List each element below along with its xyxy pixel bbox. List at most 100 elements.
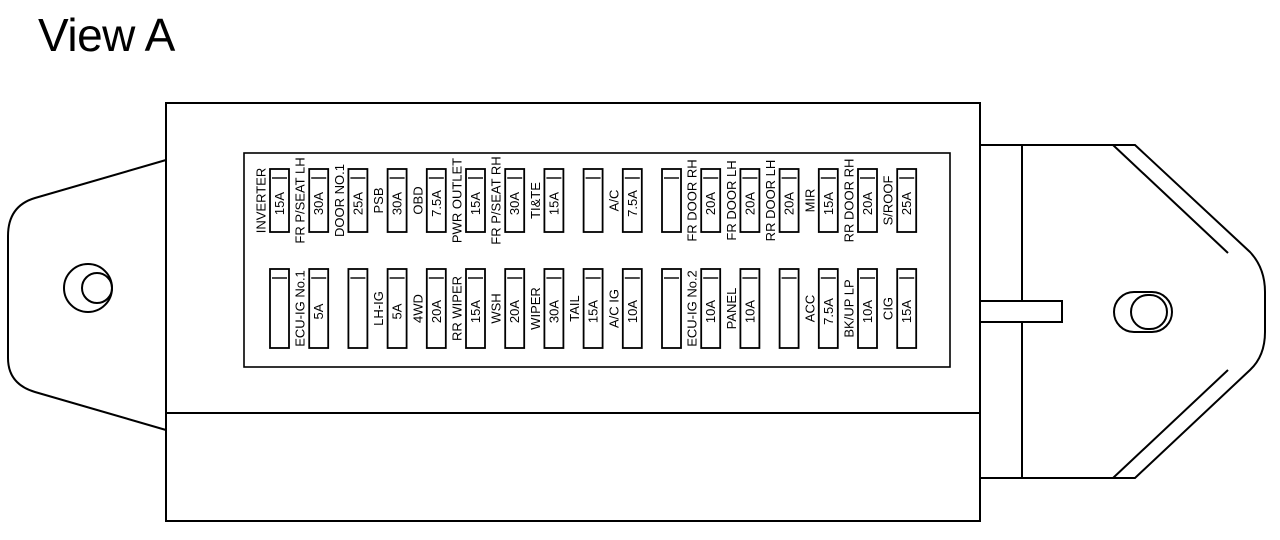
- fuse-label: ACC: [802, 295, 817, 322]
- fuse-outline: [269, 168, 290, 233]
- fuse-amperage: 7.5A: [821, 298, 836, 325]
- fuse-label: RR DOOR LH: [763, 160, 778, 242]
- fuse-amperage: 10A: [703, 300, 718, 323]
- fuse-label: 4WD: [410, 294, 425, 323]
- fuse-label: PANEL: [724, 288, 739, 330]
- fuse-outline: [739, 168, 761, 233]
- fuse-slot: 20A 4WD: [410, 268, 447, 349]
- fuse-outline: [661, 268, 682, 349]
- fuse-label: TI&TE: [528, 182, 543, 219]
- fuse-label: ECU-IG No.2: [685, 270, 700, 347]
- fuse-label: RR WIPER: [450, 276, 465, 341]
- fuse-outline: [504, 268, 526, 349]
- connector-bevel-bottom: [1112, 369, 1229, 479]
- fuse-amperage: 5A: [390, 303, 405, 319]
- fuse-label: FR P/SEAT LH: [293, 157, 308, 243]
- left-mount-hole-outer: [63, 263, 113, 313]
- fuse-outline: [700, 268, 722, 349]
- fuse-amperage: 25A: [899, 192, 914, 215]
- fuse-label: OBD: [410, 186, 425, 214]
- fuse-amperage: 15A: [468, 300, 483, 323]
- fuse-outline: [700, 168, 722, 233]
- fuse-outline: [582, 168, 604, 233]
- fuse-slot: 10A A/C IG: [606, 268, 643, 349]
- fuse-outline: [347, 168, 369, 233]
- fuse-amperage: 7.5A: [429, 190, 444, 217]
- fuse-outline: [386, 268, 408, 349]
- fuse-amperage: 20A: [742, 192, 757, 215]
- fuse-label: WIPER: [528, 287, 543, 330]
- fuse-slot: [347, 268, 369, 349]
- fuse-amperage: 15A: [272, 192, 287, 215]
- fuse-label: DOOR NO.1: [332, 164, 347, 237]
- fuse-outline: [739, 268, 761, 349]
- fuse-amperage: 10A: [742, 300, 757, 323]
- fuse-label: FR DOOR LH: [724, 160, 739, 240]
- fuse-label: FR P/SEAT RH: [489, 156, 504, 244]
- fuse-outline: [504, 168, 526, 233]
- fuse-label: ECU-IG No.1: [293, 270, 308, 347]
- fuse-amperage: 20A: [507, 300, 522, 323]
- fuse-slot: 7.5A OBD: [410, 168, 447, 233]
- fuse-amperage: 15A: [586, 300, 601, 323]
- fuse-amperage: 10A: [860, 300, 875, 323]
- fuse-amperage: 30A: [311, 192, 326, 215]
- fuse-label: A/C IG: [606, 289, 621, 328]
- fuse-label: BK/UP LP: [842, 279, 857, 337]
- fuse-panel: [243, 152, 951, 368]
- fuse-outline: [465, 268, 486, 349]
- fuse-outline: [621, 268, 643, 349]
- fuse-amperage: 15A: [899, 300, 914, 323]
- fuse-outline: [817, 168, 839, 233]
- fuse-slot: 30A PSB: [371, 168, 408, 233]
- fuse-label: INVERTER: [254, 168, 269, 234]
- fuse-outline: [661, 168, 682, 233]
- fuse-amperage: 20A: [703, 192, 718, 215]
- fuse-outline: [425, 268, 447, 349]
- fuse-slot: [661, 268, 682, 349]
- fuse-amperage: 7.5A: [625, 190, 640, 217]
- fuse-outline: [308, 268, 330, 349]
- fuse-outline: [425, 168, 447, 233]
- connector-pin: [979, 300, 1063, 323]
- fuse-amperage: 25A: [350, 192, 365, 215]
- fuse-amperage: 10A: [625, 300, 640, 323]
- fuse-amperage: 15A: [546, 192, 561, 215]
- fuse-outline: [778, 168, 800, 233]
- fuse-outline: [817, 268, 839, 349]
- fuse-amperage: 20A: [860, 192, 875, 215]
- fuse-outline: [621, 168, 643, 233]
- fuse-amperage: 20A: [782, 192, 797, 215]
- fuse-label: PSB: [371, 187, 386, 213]
- fuse-outline: [896, 268, 918, 349]
- fuse-outline: [857, 168, 878, 233]
- fuse-amperage: 20A: [429, 300, 444, 323]
- fuse-label: FR DOOR RH: [685, 159, 700, 241]
- fuse-label: WSH: [489, 293, 504, 323]
- fuse-amperage: 15A: [468, 192, 483, 215]
- fuse-outline: [857, 268, 878, 349]
- fuse-outline: [308, 168, 330, 233]
- right-mount-hole: [1113, 291, 1173, 333]
- fuse-outline: [269, 268, 290, 349]
- fuse-slot: [661, 168, 682, 233]
- fuse-outline: [778, 268, 800, 349]
- fuse-outline: [465, 168, 486, 233]
- fuse-amperage: 30A: [390, 192, 405, 215]
- left-mounting-tab: [7, 159, 167, 431]
